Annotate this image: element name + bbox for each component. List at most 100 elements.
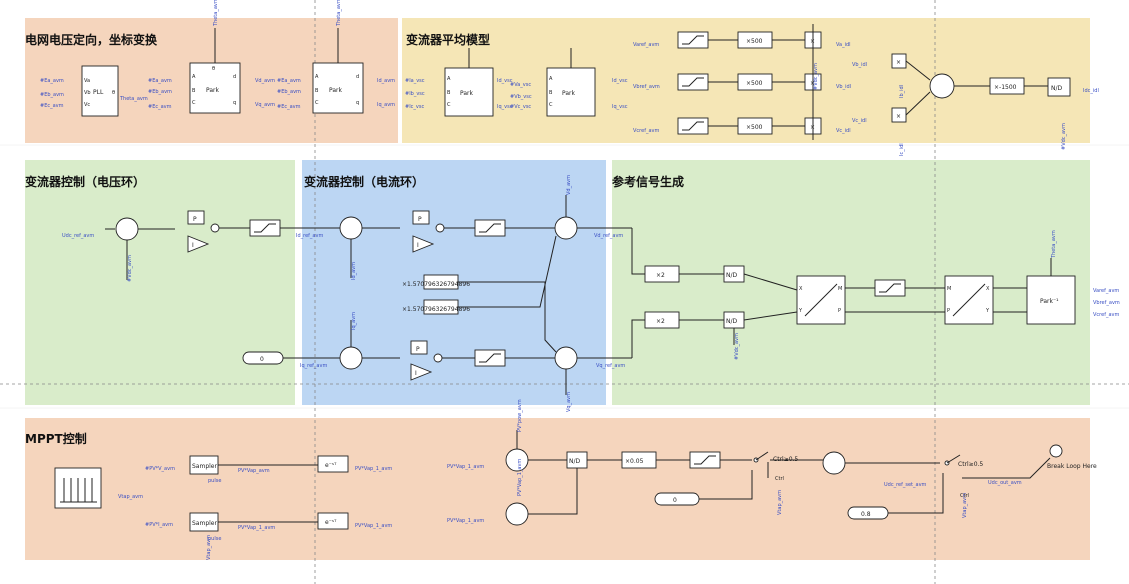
sum-pi-iq[interactable] — [433, 353, 443, 363]
sig-eb-park: #Eb_avm — [148, 89, 172, 95]
svg-text:0: 0 — [673, 497, 677, 504]
sum-pi-id[interactable] — [435, 223, 445, 233]
p-block-v[interactable] — [187, 210, 205, 225]
svg-text:N/D: N/D — [726, 318, 738, 325]
const-zero-mppt[interactable] — [654, 492, 700, 506]
park-block-avg-1[interactable]: Park A B C — [444, 67, 494, 117]
sum-pi-v[interactable] — [210, 223, 220, 233]
avg-chain-c: Vcref_avm ×500 × Vc_idl — [633, 117, 851, 135]
sig-iavsc: #Ia_vsc — [405, 78, 425, 84]
svg-text:PLL: PLL — [93, 89, 104, 96]
i-block-id[interactable] — [412, 235, 435, 253]
sum-vq[interactable] — [554, 346, 578, 370]
svg-text:B: B — [315, 88, 319, 94]
svg-text:P: P — [838, 308, 841, 314]
svg-text:Iq_avm: Iq_avm — [351, 312, 357, 330]
sig-vqref: Vq_ref_avm — [596, 363, 625, 369]
svg-text:Va_idl: Va_idl — [836, 42, 851, 48]
sig-ec-park2: #Ec_avm — [277, 104, 301, 110]
svg-text:I: I — [417, 242, 419, 249]
p-block-iq[interactable] — [410, 340, 428, 355]
sig-vd: Vd_avm — [255, 78, 275, 84]
sig-ec: #Ec_avm — [40, 103, 64, 109]
svg-text:Vtap_avm: Vtap_avm — [962, 493, 968, 518]
svg-text:B: B — [549, 90, 553, 96]
i-block-v[interactable] — [187, 235, 210, 253]
svg-text:×500: ×500 — [746, 80, 763, 87]
sig-ea: #Ea_avm — [40, 78, 64, 84]
svg-text:Varef_avm: Varef_avm — [633, 42, 659, 48]
sig-iqref: Iq_ref_avm — [300, 363, 327, 369]
svg-text:Sampler: Sampler — [192, 463, 217, 470]
svg-text:Ctrl: Ctrl — [775, 476, 784, 482]
park-block-avg-2[interactable]: Park A B C — [546, 67, 596, 117]
p-block-id[interactable] — [412, 210, 430, 225]
svg-text:#Vdc_avm: #Vdc_avm — [1061, 123, 1067, 150]
sig-vq: Vq_avm — [255, 102, 275, 108]
avg-chain-b: Vbref_avm ×500 × Vb_idl — [633, 73, 851, 91]
svg-text:C: C — [192, 100, 196, 106]
region-ref-bg — [612, 160, 1090, 405]
svg-text:N/D: N/D — [569, 458, 581, 465]
svg-text:N/D: N/D — [1051, 85, 1063, 92]
svg-text:×2: ×2 — [656, 318, 665, 325]
svg-text:Ib_idl: Ib_idl — [899, 85, 905, 98]
sum-current-d[interactable] — [339, 216, 363, 240]
svg-text:P: P — [947, 308, 950, 314]
svg-text:×500: ×500 — [746, 124, 763, 131]
svg-text:e⁻ˢᵀ: e⁻ˢᵀ — [325, 519, 337, 526]
park-block-1[interactable]: Park A B C d q θ — [189, 62, 241, 114]
svg-text:Park: Park — [206, 87, 219, 94]
park-block-2[interactable]: Park A B C d q — [312, 62, 364, 114]
delay-v[interactable] — [317, 455, 349, 473]
svg-text:Vbref_avm: Vbref_avm — [633, 84, 660, 90]
sig-idref: Id_ref_avm — [296, 233, 323, 239]
svg-text:×1.570796326794896: ×1.570796326794896 — [402, 281, 470, 288]
svg-text:P: P — [193, 216, 197, 223]
sig-vdref: Vd_ref_avm — [594, 233, 623, 239]
sig-ec-park: #Ec_avm — [148, 104, 172, 110]
sig-vcvsc: #Vc_vsc — [510, 104, 531, 110]
svg-text:Ctrl: Ctrl — [960, 493, 969, 499]
svg-text:PV*Vap_avm: PV*Vap_avm — [238, 468, 270, 474]
i-block-iq[interactable] — [410, 363, 433, 381]
svg-text:M: M — [947, 286, 951, 292]
sum-vd[interactable] — [554, 216, 578, 240]
svg-text:C: C — [447, 102, 451, 108]
svg-text:B: B — [192, 88, 196, 94]
sig-eb-park2: #Eb_avm — [277, 89, 301, 95]
delay-i[interactable] — [317, 512, 349, 530]
svg-text:X: X — [799, 286, 803, 292]
svg-text:Park: Park — [329, 87, 342, 94]
svg-text:×500: ×500 — [746, 38, 763, 45]
sig-iq: Iq_avm — [377, 102, 395, 108]
svg-text:A: A — [315, 74, 319, 80]
svg-text:Vb_idl: Vb_idl — [852, 62, 867, 68]
svg-text:#PV*I_avm: #PV*I_avm — [145, 522, 173, 528]
svg-text:Vc_idl: Vc_idl — [836, 128, 851, 134]
sig-idvsc-2: Id_vsc — [612, 78, 628, 84]
div-avg[interactable] — [1047, 77, 1071, 97]
region-title-grid: 电网电压定向，坐标变换 — [25, 32, 158, 47]
svg-text:0: 0 — [260, 356, 264, 363]
break-loop-here[interactable] — [1049, 444, 1063, 458]
svg-text:d: d — [356, 74, 359, 80]
reference-generation: ×2 N/D ×2 N/D #Vdc_avm X Y M P M P X Y — [631, 228, 1120, 360]
svg-text:Theta_avm: Theta_avm — [1051, 230, 1057, 259]
sum-mppt-3[interactable] — [822, 451, 846, 475]
sum-junction-avg[interactable] — [929, 73, 955, 99]
sum-mppt-2[interactable] — [505, 502, 529, 526]
svg-text:I: I — [192, 242, 194, 249]
svg-text:C: C — [549, 102, 553, 108]
sum-current-q[interactable] — [339, 346, 363, 370]
region-title-ictrl: 变流器控制（电流环） — [304, 174, 424, 189]
sig-theta-park1: Theta_avm — [213, 0, 219, 27]
svg-text:pulse: pulse — [208, 478, 221, 484]
park-inverse[interactable] — [1026, 275, 1076, 325]
current-loop: Id_avm P I Vd_avm Vd_ref_avm ×1.57079632… — [242, 175, 632, 412]
pll-block[interactable]: PLL Va Vb Vc θ — [81, 65, 119, 117]
sum-voltage[interactable] — [115, 217, 139, 241]
region-title-avg: 变流器平均模型 — [406, 32, 490, 47]
svg-text:PV*pow_avm: PV*pow_avm — [517, 399, 523, 432]
